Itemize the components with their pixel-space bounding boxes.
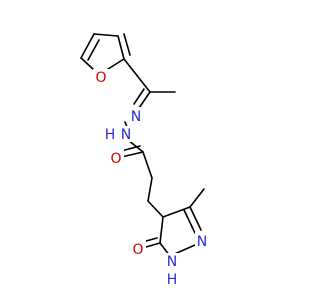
bond-furan-o-c5: [80, 57, 94, 70]
bond-c5-c4: [159, 216, 164, 244]
bond-furan-c4-c5-double: [87, 39, 100, 61]
label-bg-ring-o: [132, 240, 146, 256]
atom-labels: O N N H O N N H O: [93, 69, 211, 288]
amide-oxygen-label: O: [110, 151, 121, 167]
bond-c3-n2: [189, 206, 202, 231]
label-bg-imine-n: [128, 107, 144, 123]
amide-nh-nitrogen-label: N: [121, 127, 131, 143]
pyrazolone-ring: [145, 188, 205, 257]
ring-nh-nitrogen-label: N: [167, 254, 177, 270]
bond-c5-o-double: [145, 237, 158, 242]
imine-nitrogen-label: N: [131, 109, 141, 125]
bond-c4-c3: [162, 206, 191, 218]
label-bg-amide-nh: [118, 126, 134, 142]
molecule-svg: O N N H O N N H O: [80, 33, 211, 288]
bond-carbonyl-c-o: [120, 151, 144, 158]
bond-c-n-imine: [138, 91, 151, 109]
bond-carbonyl-c-o-double: [120, 145, 141, 152]
bond-ch2-ch2: [147, 177, 153, 202]
bond-furan-o-c2: [107, 58, 125, 70]
molecule-structure-diagram: O N N H O N N H O: [80, 33, 211, 288]
ring-oxygen-label: O: [132, 242, 143, 258]
bond-furan-c2-c3: [117, 35, 125, 60]
label-bg-furan-o: [93, 69, 109, 85]
label-bg-ring-nh: [164, 253, 180, 269]
bond-c3-methyl: [189, 188, 205, 208]
bond-c2-imine-c: [123, 58, 151, 93]
bond-c3-n2-double: [183, 209, 196, 234]
bond-c5-o: [145, 242, 161, 248]
bond-furan-c2-c3-double: [123, 33, 131, 56]
label-bg-amide-o: [110, 149, 124, 165]
furan-ring: [80, 33, 131, 70]
bond-carbonyl-c-ch2: [142, 151, 153, 179]
bond-furan-c4-c5: [80, 33, 95, 59]
bond-c-n-imine-double: [133, 88, 145, 105]
bond-furan-c3-c4: [93, 33, 119, 37]
ring-nitrogen-label: N: [197, 234, 207, 250]
furan-oxygen-label: O: [95, 70, 106, 86]
amide-nh-hydrogen-label: H: [105, 127, 116, 143]
label-bg-ring-n: [195, 232, 211, 248]
bond-ch2-c4: [147, 200, 164, 218]
ring-nh-hydrogen-label: H: [167, 272, 178, 288]
